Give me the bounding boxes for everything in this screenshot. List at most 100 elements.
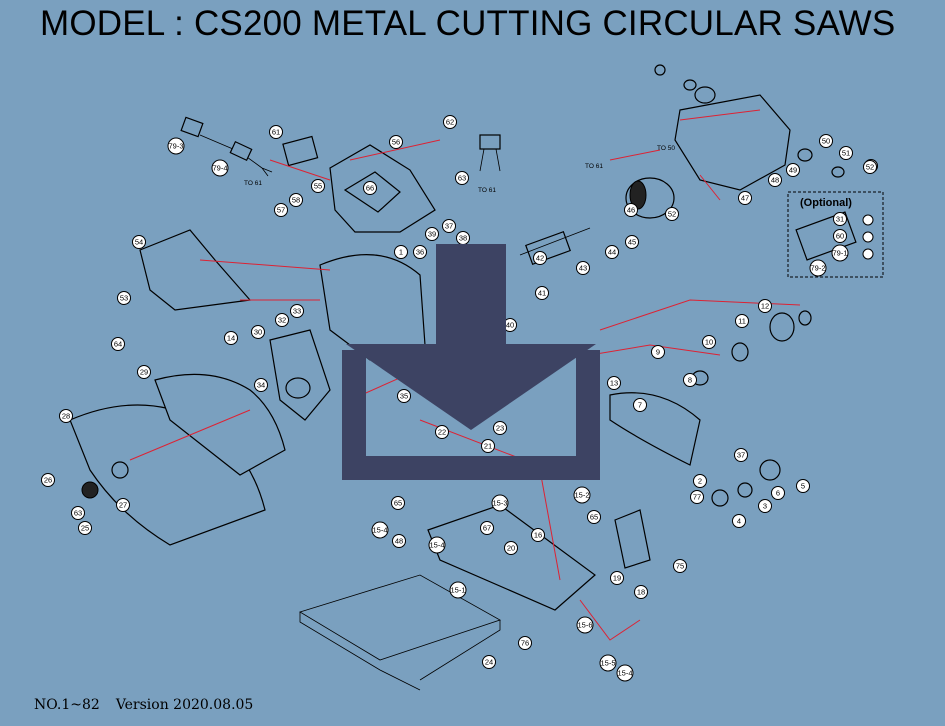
part-balloon: 7	[633, 398, 647, 412]
part-number: 48	[771, 176, 779, 185]
part-balloon: 50	[819, 134, 833, 148]
part-number: 49	[789, 166, 797, 175]
part-balloon: 58	[289, 193, 303, 207]
part-balloon: 65	[587, 510, 601, 524]
part-number: 15-4	[429, 541, 444, 550]
part-balloon: 14	[224, 331, 238, 345]
part-number: 9	[656, 348, 660, 357]
part-number: 24	[485, 658, 493, 667]
part-number: 40	[506, 321, 514, 330]
part-number: 58	[292, 196, 300, 205]
part-balloon: 43	[576, 261, 590, 275]
blade-guard-part	[69, 373, 286, 546]
part-number: 4	[737, 517, 741, 526]
wire-label: TO 61	[585, 163, 603, 170]
part-number: 65	[394, 499, 402, 508]
part-balloon: 52	[863, 160, 877, 174]
part-balloon: 54	[132, 235, 146, 249]
part-number: 8	[688, 376, 692, 385]
part-balloon: 2	[693, 474, 707, 488]
part-number: 15-4	[372, 526, 387, 535]
part-balloon: 79-4	[211, 159, 229, 177]
part-number: 52	[668, 210, 676, 219]
part-balloon: 76	[518, 636, 532, 650]
part-balloon: 49	[786, 163, 800, 177]
wire-label: TO 61	[478, 187, 496, 194]
part-number: 33	[293, 307, 301, 316]
part-balloon: 34	[254, 378, 268, 392]
part-number: 76	[521, 639, 529, 648]
part-balloon: 75	[673, 559, 687, 573]
part-balloon: 48	[392, 534, 406, 548]
part-number: 5	[801, 482, 805, 491]
stator-part	[625, 177, 675, 219]
part-number: 37	[445, 222, 453, 231]
part-number: 51	[842, 149, 850, 158]
part-balloon: 46	[624, 203, 638, 217]
part-balloon: 79-2	[809, 259, 827, 277]
part-balloon: 10	[702, 335, 716, 349]
part-number: 42	[536, 254, 544, 263]
part-number: 66	[366, 184, 374, 193]
part-number: 26	[44, 476, 52, 485]
part-balloon: 52	[665, 207, 679, 221]
part-number: 11	[738, 317, 746, 326]
part-number: 63	[458, 174, 466, 183]
wire-label: TO 50	[657, 145, 675, 152]
part-balloon: 23	[493, 421, 507, 435]
part-number: 23	[496, 424, 504, 433]
download-icon[interactable]	[340, 240, 602, 480]
part-balloon: 33	[290, 304, 304, 318]
part-balloon: 15-1	[449, 581, 467, 599]
part-balloon: 3	[758, 499, 772, 513]
part-balloon: 38	[456, 231, 470, 245]
part-balloon: 44	[605, 245, 619, 259]
page-title: MODEL : CS200 METAL CUTTING CIRCULAR SAW…	[40, 4, 896, 43]
part-number: 15-2	[574, 491, 589, 500]
part-balloon: 15-4	[371, 521, 389, 539]
part-number: 64	[114, 340, 122, 349]
part-balloon: 31	[833, 212, 847, 226]
part-number: 44	[608, 248, 616, 257]
part-balloon: 47	[738, 191, 752, 205]
part-number: 79-4	[212, 164, 227, 173]
part-balloon: 62	[443, 115, 457, 129]
part-number: 6	[776, 489, 780, 498]
part-number: 21	[484, 442, 492, 451]
part-number: 61	[272, 128, 280, 137]
part-number: 13	[610, 379, 618, 388]
part-number: 62	[446, 118, 454, 127]
part-number: 79-2	[810, 264, 825, 273]
part-number: 79-1	[832, 249, 847, 258]
part-number: 15-3	[492, 499, 507, 508]
part-balloon: 8	[683, 373, 697, 387]
part-number: 67	[483, 524, 491, 533]
part-balloon: 48	[768, 173, 782, 187]
part-number: 1	[399, 248, 403, 257]
capacitor-part	[479, 134, 501, 172]
part-number: 34	[257, 381, 265, 390]
gear-case-part	[269, 254, 426, 421]
handle-housing-part	[282, 135, 436, 233]
part-number: 15-1	[450, 586, 465, 595]
part-balloon: 15-4	[616, 664, 634, 682]
part-number: 15-4	[617, 669, 632, 678]
upper-guard-part	[139, 229, 252, 311]
part-number: 14	[227, 334, 235, 343]
part-number: 27	[119, 501, 127, 510]
part-number: 41	[538, 289, 546, 298]
part-number: 15-5	[600, 659, 615, 668]
part-number: 75	[676, 562, 684, 571]
part-number: 79-3	[168, 142, 183, 151]
part-balloon: 15-5	[599, 654, 617, 672]
motor-housing-part	[654, 64, 845, 191]
part-number: 37	[737, 451, 745, 460]
part-number: 35	[400, 392, 408, 401]
part-number: 55	[314, 182, 322, 191]
part-balloon: 79-3	[167, 137, 185, 155]
part-number: 53	[120, 294, 128, 303]
version-label: Version 2020.08.05	[115, 697, 254, 713]
part-balloon: 22	[435, 425, 449, 439]
part-balloon: 24	[482, 655, 496, 669]
